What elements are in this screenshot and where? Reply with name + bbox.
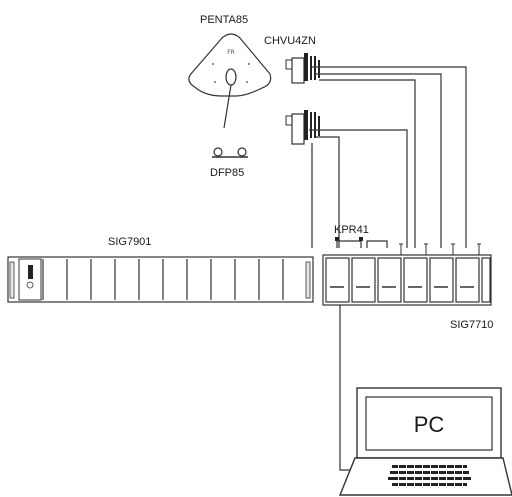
sig7710-modules [322, 243, 492, 306]
splitter-label: KPR41 [334, 224, 369, 236]
dfp85-label: DFP85 [210, 167, 244, 179]
kpr41-splitter [335, 237, 388, 248]
antenna-label: PENTA85 [200, 14, 248, 26]
converter-top [285, 53, 320, 84]
converter-bottom [285, 110, 320, 145]
sig7901-rack [7, 256, 314, 303]
modules-label: SIG7710 [450, 319, 493, 331]
penta85-antenna: FR [188, 33, 272, 129]
rack-label: SIG7901 [108, 236, 151, 248]
pc-label: PC [414, 412, 445, 437]
antenna-mark: FR [227, 49, 235, 56]
converter-label: CHVU4ZN [264, 35, 316, 47]
pc-laptop [338, 387, 512, 496]
dfp85-mount [212, 147, 248, 158]
